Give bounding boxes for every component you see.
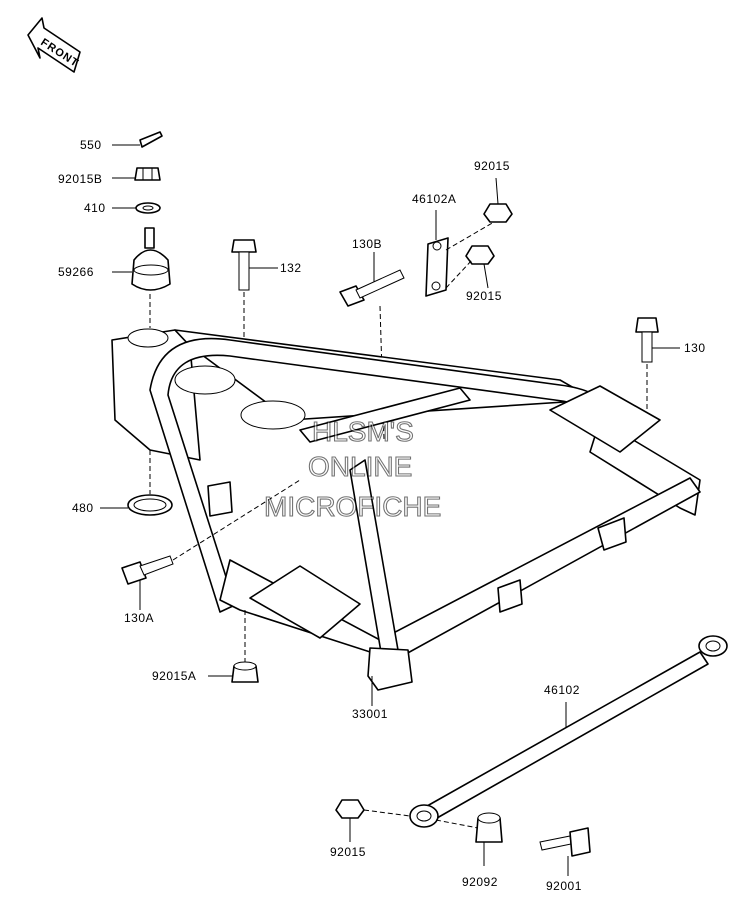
bolt-92001-icon (539, 827, 591, 876)
ball-joint-icon (112, 227, 171, 291)
nut-92015-bottom-icon (335, 799, 365, 842)
washer-icon (112, 202, 161, 214)
bolt-130-icon (635, 317, 680, 363)
main-frame (111, 328, 701, 691)
front-arrow-icon: FRONT (27, 17, 81, 73)
callout-92092: 92092 (462, 875, 498, 889)
cotter-pin-icon (112, 131, 163, 148)
circlip-icon (100, 494, 173, 516)
callout-92015-bottom: 92015 (330, 845, 366, 859)
castle-nut-icon (112, 167, 161, 181)
watermark-line-1: HLSM'S (312, 416, 414, 447)
callout-46102: 46102 (544, 683, 580, 697)
callout-92015b: 92015B (58, 172, 102, 186)
callout-92015-mid: 92015 (466, 289, 502, 303)
callout-550: 550 (80, 138, 102, 152)
tie-rod-icon (409, 635, 728, 828)
bolt-132-icon (231, 239, 278, 291)
callout-130b: 130B (352, 237, 382, 251)
callout-130a: 130A (124, 611, 154, 625)
bolt-130a-icon (121, 555, 174, 610)
watermark-line-3: MICROFICHE (264, 491, 441, 522)
callout-480: 480 (72, 501, 94, 515)
callout-130: 130 (684, 341, 706, 355)
callout-92001: 92001 (546, 879, 582, 893)
nut-92015-mid-icon (465, 245, 495, 289)
bolt-130b-icon (339, 252, 405, 307)
callout-410: 410 (84, 201, 106, 215)
callout-59266: 59266 (58, 265, 94, 279)
callout-92015a: 92015A (152, 669, 196, 683)
callout-46102a: 46102A (412, 192, 456, 206)
callout-92015-top: 92015 (474, 159, 510, 173)
watermark-line-2: ONLINE (308, 451, 412, 482)
flange-nut-icon (208, 661, 259, 683)
callout-132: 132 (280, 261, 302, 275)
nut-92015-top-icon (483, 177, 513, 223)
link-plate-icon (425, 210, 449, 297)
callout-33001: 33001 (352, 707, 388, 721)
bushing-icon (475, 812, 503, 866)
